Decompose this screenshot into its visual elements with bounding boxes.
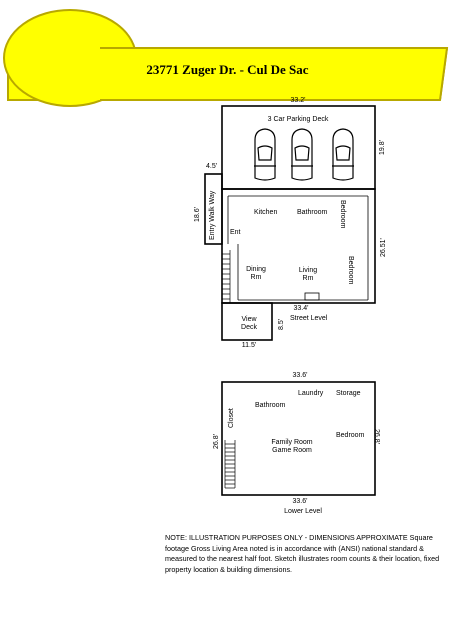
closet-label: Closet xyxy=(228,408,235,428)
ent-label: Ent xyxy=(230,229,241,236)
living-label: Living Rm xyxy=(298,267,318,282)
car-icon xyxy=(291,128,313,181)
upper-bedroom-1-label: Bedroom xyxy=(339,200,346,229)
walkway-length-dim: 18.6' xyxy=(194,207,201,222)
upper-bottom-dim: 33.4' xyxy=(293,305,309,312)
upper-level-outline xyxy=(221,188,376,304)
view-deck-depth-dim: 8.5' xyxy=(278,318,285,330)
upper-bedroom-2-label: Bedroom xyxy=(347,256,354,285)
lower-left-dim: 26.8' xyxy=(213,434,220,449)
lower-level-outline xyxy=(221,381,376,496)
lower-bottom-dim: 33.6' xyxy=(292,498,308,505)
laundry-label: Laundry xyxy=(298,390,324,397)
upper-stairs xyxy=(221,250,231,303)
kitchen-label: Kitchen xyxy=(254,209,278,216)
disclaimer-note: NOTE: ILLUSTRATION PURPOSES ONLY - DIMEN… xyxy=(165,533,440,574)
lower-level-label: Lower Level xyxy=(284,508,322,515)
parking-width-dim: 33.2' xyxy=(290,97,306,104)
family-room-label: Family Room Game Room xyxy=(271,439,313,454)
car-icon xyxy=(254,128,276,181)
title-banner xyxy=(3,9,449,107)
entry-walkway-outline xyxy=(204,173,223,245)
lower-stairs xyxy=(224,440,236,489)
entry-walkway-label: Entry Walk Way xyxy=(209,190,216,240)
view-deck-width-dim: 11.5' xyxy=(241,342,257,349)
street-level-label: Street Level xyxy=(290,315,328,322)
dining-label: Dining Rm xyxy=(246,266,266,281)
page-title: 23771 Zuger Dr. - Cul De Sac xyxy=(146,62,309,77)
lower-top-dim: 33.6' xyxy=(292,372,308,379)
lower-right-dim: 26.8' xyxy=(373,429,380,444)
view-deck-outline xyxy=(221,302,273,341)
lower-bathroom-label: Bathroom xyxy=(255,402,286,409)
parking-deck-label: 3 Car Parking Deck xyxy=(267,116,329,123)
lower-bedroom-label: Bedroom xyxy=(336,432,365,439)
storage-label: Storage xyxy=(336,390,361,397)
upper-bathroom-label: Bathroom xyxy=(297,209,328,216)
upper-depth-dim: 26.51' xyxy=(380,238,387,257)
parking-depth-dim: 19.8' xyxy=(379,140,386,155)
walkway-width-dim: 4.5' xyxy=(206,163,218,170)
car-icon xyxy=(332,128,354,181)
view-deck-label: View Deck xyxy=(241,316,257,331)
